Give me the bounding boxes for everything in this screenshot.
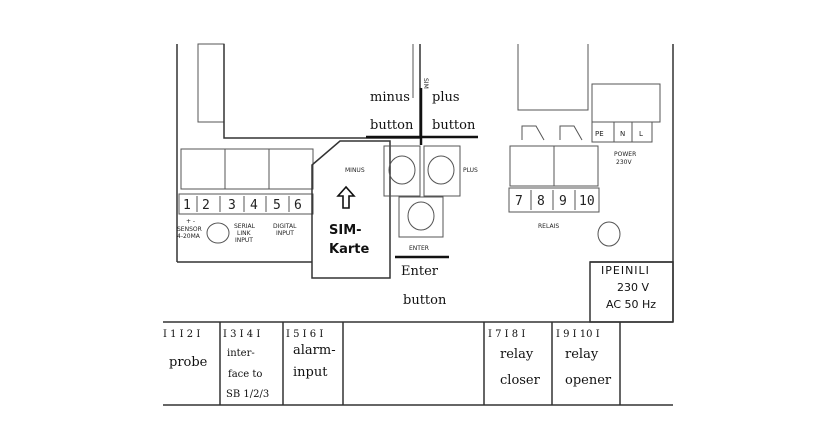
upper-components: SIM (197, 43, 661, 139)
sensor-label-1: SENSOR (177, 226, 202, 233)
relais-terminal-7: 7 (515, 194, 523, 209)
minus-button-icon (388, 155, 416, 185)
interface-terminal-numbers: I 3 I 4 I (223, 329, 260, 340)
enter-callout: Enter (401, 264, 439, 279)
power-connector: PE N L POWER 230V (591, 121, 653, 166)
polarity-label: + - (186, 218, 195, 225)
opener-label-2: opener (565, 373, 612, 388)
relais-terminal-10: 10 (579, 194, 595, 209)
relais-terminal-8: 8 (537, 194, 545, 209)
l-silk-label: L (639, 130, 643, 138)
pe-silk-label: PE (595, 130, 604, 138)
mains-frequency: AC 50 Hz (606, 298, 656, 311)
minus-callout: minus (370, 90, 410, 105)
digital-label-1: DIGITAL (273, 223, 297, 230)
digital-label-2: INPUT (276, 230, 294, 237)
callouts: minus button plus button Enter button (366, 88, 478, 308)
sim-karte-label-2: Karte (329, 242, 369, 257)
sim-card-slot: MINUS SIM- Karte (311, 140, 391, 279)
terminal-4: 4 (250, 198, 258, 213)
serial-label-1: SERIAL (234, 223, 256, 230)
mains-header: IPEINILI (601, 264, 650, 277)
closer-label-2: closer (500, 373, 541, 388)
serial-label-3: INPUT (235, 237, 253, 244)
interface-label-2: face to (228, 369, 262, 380)
opener-label-1: relay (565, 347, 599, 362)
board-outline (163, 44, 674, 323)
relais-silk-label: RELAIS (538, 223, 559, 230)
minus-button-callout: button (370, 118, 414, 133)
power-silk-label-1: POWER (614, 151, 636, 158)
terminal-housing-1-6 (178, 148, 314, 215)
probe-label: probe (169, 355, 208, 370)
bottom-terminals: I 1 I 2 I probe I 3 I 4 I inter- face to… (163, 322, 673, 406)
terminal-silk-labels: + - SENSOR 4-20MA SERIAL LINK INPUT DIGI… (177, 218, 297, 244)
interface-label-3: SB 1/2/3 (226, 389, 269, 400)
terminal-5: 5 (273, 198, 281, 213)
alarm-terminal-numbers: I 5 I 6 I (286, 329, 323, 340)
plus-silk-label: PLUS (463, 167, 478, 174)
relais-block: 7 8 9 10 RELAIS (508, 125, 621, 247)
sensor-label-2: 4-20MA (177, 233, 201, 240)
minus-silk-label: MINUS (345, 167, 365, 174)
alarm-label-1: alarm- (293, 343, 336, 358)
terminal-numbers-1-6: 1 2 3 4 5 6 (183, 196, 302, 213)
serial-label-2: LINK (237, 230, 252, 237)
up-arrow-icon (336, 185, 356, 209)
alarm-label-2: input (293, 365, 328, 380)
terminal-6: 6 (294, 198, 302, 213)
enter-button-icon (407, 201, 435, 231)
relais-terminal-9: 9 (559, 194, 567, 209)
enter-silk-label: ENTER (409, 245, 429, 252)
closer-label-1: relay (500, 347, 534, 362)
plus-callout: plus (432, 90, 460, 105)
sim-karte-label-1: SIM- (329, 223, 362, 238)
plus-button-icon (427, 155, 455, 185)
probe-terminal-numbers: I 1 I 2 I (163, 329, 200, 340)
enter-button-callout: button (403, 293, 447, 308)
closer-terminal-numbers: I 7 I 8 I (488, 329, 525, 340)
button-panel: PLUS ENTER (383, 145, 478, 252)
sim-silk-label: SIM (422, 78, 429, 89)
mains-box: IPEINILI 230 V AC 50 Hz (589, 261, 674, 323)
plus-button-callout: button (432, 118, 476, 133)
opener-terminal-numbers: I 9 I 10 I (556, 329, 600, 340)
interface-label-1: inter- (227, 348, 255, 359)
terminal-1: 1 (183, 198, 191, 213)
power-silk-label-2: 230V (616, 159, 632, 166)
n-silk-label: N (620, 130, 625, 138)
mains-voltage: 230 V (617, 281, 649, 294)
terminal-3: 3 (228, 198, 236, 213)
terminal-2: 2 (202, 198, 210, 213)
